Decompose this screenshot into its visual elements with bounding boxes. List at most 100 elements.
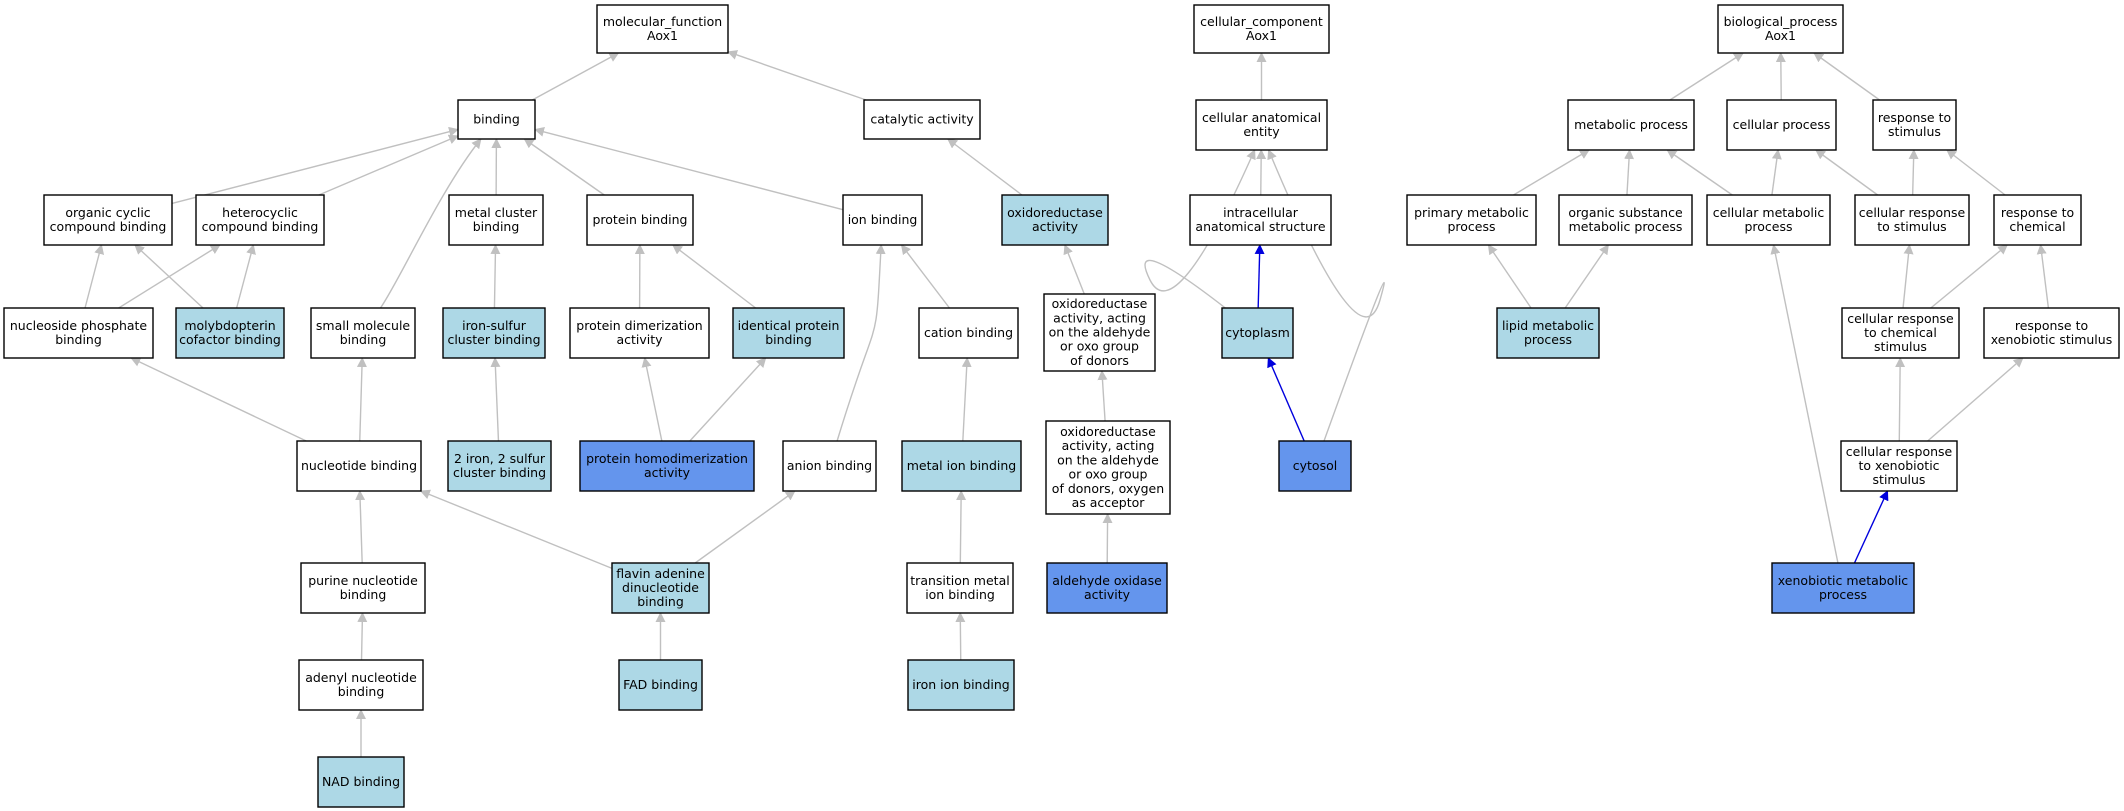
node-label-line: activity — [616, 332, 663, 347]
node-label-line: 2 iron, 2 sulfur — [454, 451, 546, 466]
node-label-line: metal ion binding — [907, 458, 1017, 473]
node-iron-ion[interactable]: iron ion binding — [907, 659, 1015, 711]
edge-response-xenobiotic-to-response-chemical — [2036, 244, 2050, 309]
node-binding[interactable]: binding — [457, 99, 536, 140]
node-label-line: dinucleotide — [622, 580, 699, 595]
node-label-line: activity — [644, 465, 691, 480]
node-box — [298, 659, 424, 711]
node-box — [442, 307, 546, 359]
node-cellular-process[interactable]: cellular process — [1726, 99, 1837, 151]
node-cation-binding[interactable]: cation binding — [918, 307, 1019, 359]
node-box — [1717, 4, 1844, 54]
node-label-line: lipid metabolic — [1502, 318, 1594, 333]
edge-oxidoreductase-to-catalytic — [947, 138, 1023, 196]
edge-cell-resp-chemical-to-response-chemical — [1930, 244, 2008, 309]
node-metabolic[interactable]: metabolic process — [1567, 99, 1695, 151]
edge-organic-substance-to-metabolic — [1624, 149, 1635, 196]
edge-small-molecule-to-binding — [379, 138, 482, 309]
edge-response-stimulus-to-bp — [1813, 52, 1881, 101]
edge-cellular-metabolic-to-metabolic — [1666, 149, 1733, 196]
node-protein-binding[interactable]: protein binding — [586, 194, 694, 246]
node-nucleotide-binding[interactable]: nucleotide binding — [296, 440, 422, 492]
node-box — [1872, 99, 1957, 151]
edge-cation-binding-to-ion-binding — [900, 244, 951, 309]
node-box — [310, 307, 416, 359]
node-label-line: response to — [2001, 205, 2074, 220]
node-label-line: cluster binding — [447, 332, 540, 347]
node-metal-ion-binding[interactable]: metal ion binding — [901, 440, 1022, 492]
node-label-line: as acceptor — [1072, 495, 1146, 510]
node-label-line: on the aldehyde — [1049, 324, 1151, 339]
node-label-line: stimulus — [1888, 124, 1941, 139]
node-label-line: activity — [1084, 587, 1131, 602]
node-label-line: iron ion binding — [912, 677, 1010, 692]
node-catalytic[interactable]: catalytic activity — [863, 99, 981, 140]
node-label-line: chemical — [2009, 219, 2065, 234]
edge-molybdopterin-to-organic-cyclic — [134, 244, 204, 309]
edge-xenobiotic-metabolic-to-cell-resp-xenobiotic — [1853, 490, 1889, 564]
node-ion-binding[interactable]: ion binding — [842, 194, 923, 246]
node-label-line: on the aldehyde — [1057, 452, 1159, 467]
node-nad-binding[interactable]: NAD binding — [317, 756, 405, 808]
edge-primary-metabolic-to-metabolic — [1513, 149, 1590, 196]
node-label-line: anatomical structure — [1195, 219, 1325, 234]
node-box — [1840, 440, 1958, 492]
node-box — [175, 307, 285, 359]
node-label-line: compound binding — [202, 219, 319, 234]
edge-cell-resp-xenobiotic-to-response-xenobiotic — [1927, 357, 2024, 442]
edge-xenobiotic-metabolic-to-cellular-metabolic — [1770, 244, 1839, 564]
node-label-line: or oxo group — [1060, 339, 1139, 354]
edge-cell-resp-xenobiotic-to-cell-resp-chemical — [1895, 357, 1906, 442]
node-label-line: Aox1 — [1765, 28, 1796, 43]
node-box — [3, 307, 154, 359]
edge-cell-resp-chemical-to-cell-resp-stimulus — [1902, 244, 1914, 309]
node-label-line: process — [1819, 587, 1867, 602]
node-fad-binding[interactable]: FAD binding — [618, 659, 703, 711]
node-label-line: xenobiotic metabolic — [1778, 573, 1909, 588]
node-cytoplasm[interactable]: cytoplasm — [1221, 307, 1294, 359]
edge-cytoplasm-to-intracellular — [1254, 244, 1265, 309]
node-cytosol[interactable]: cytosol — [1278, 440, 1352, 492]
node-label-line: oxidoreductase — [1052, 296, 1148, 311]
node-box — [300, 562, 426, 614]
node-anion-binding[interactable]: anion binding — [782, 440, 877, 492]
node-box — [863, 99, 981, 140]
edge-nucleotide-binding-to-small-molecule — [356, 357, 367, 442]
node-label-line: process — [1447, 219, 1495, 234]
